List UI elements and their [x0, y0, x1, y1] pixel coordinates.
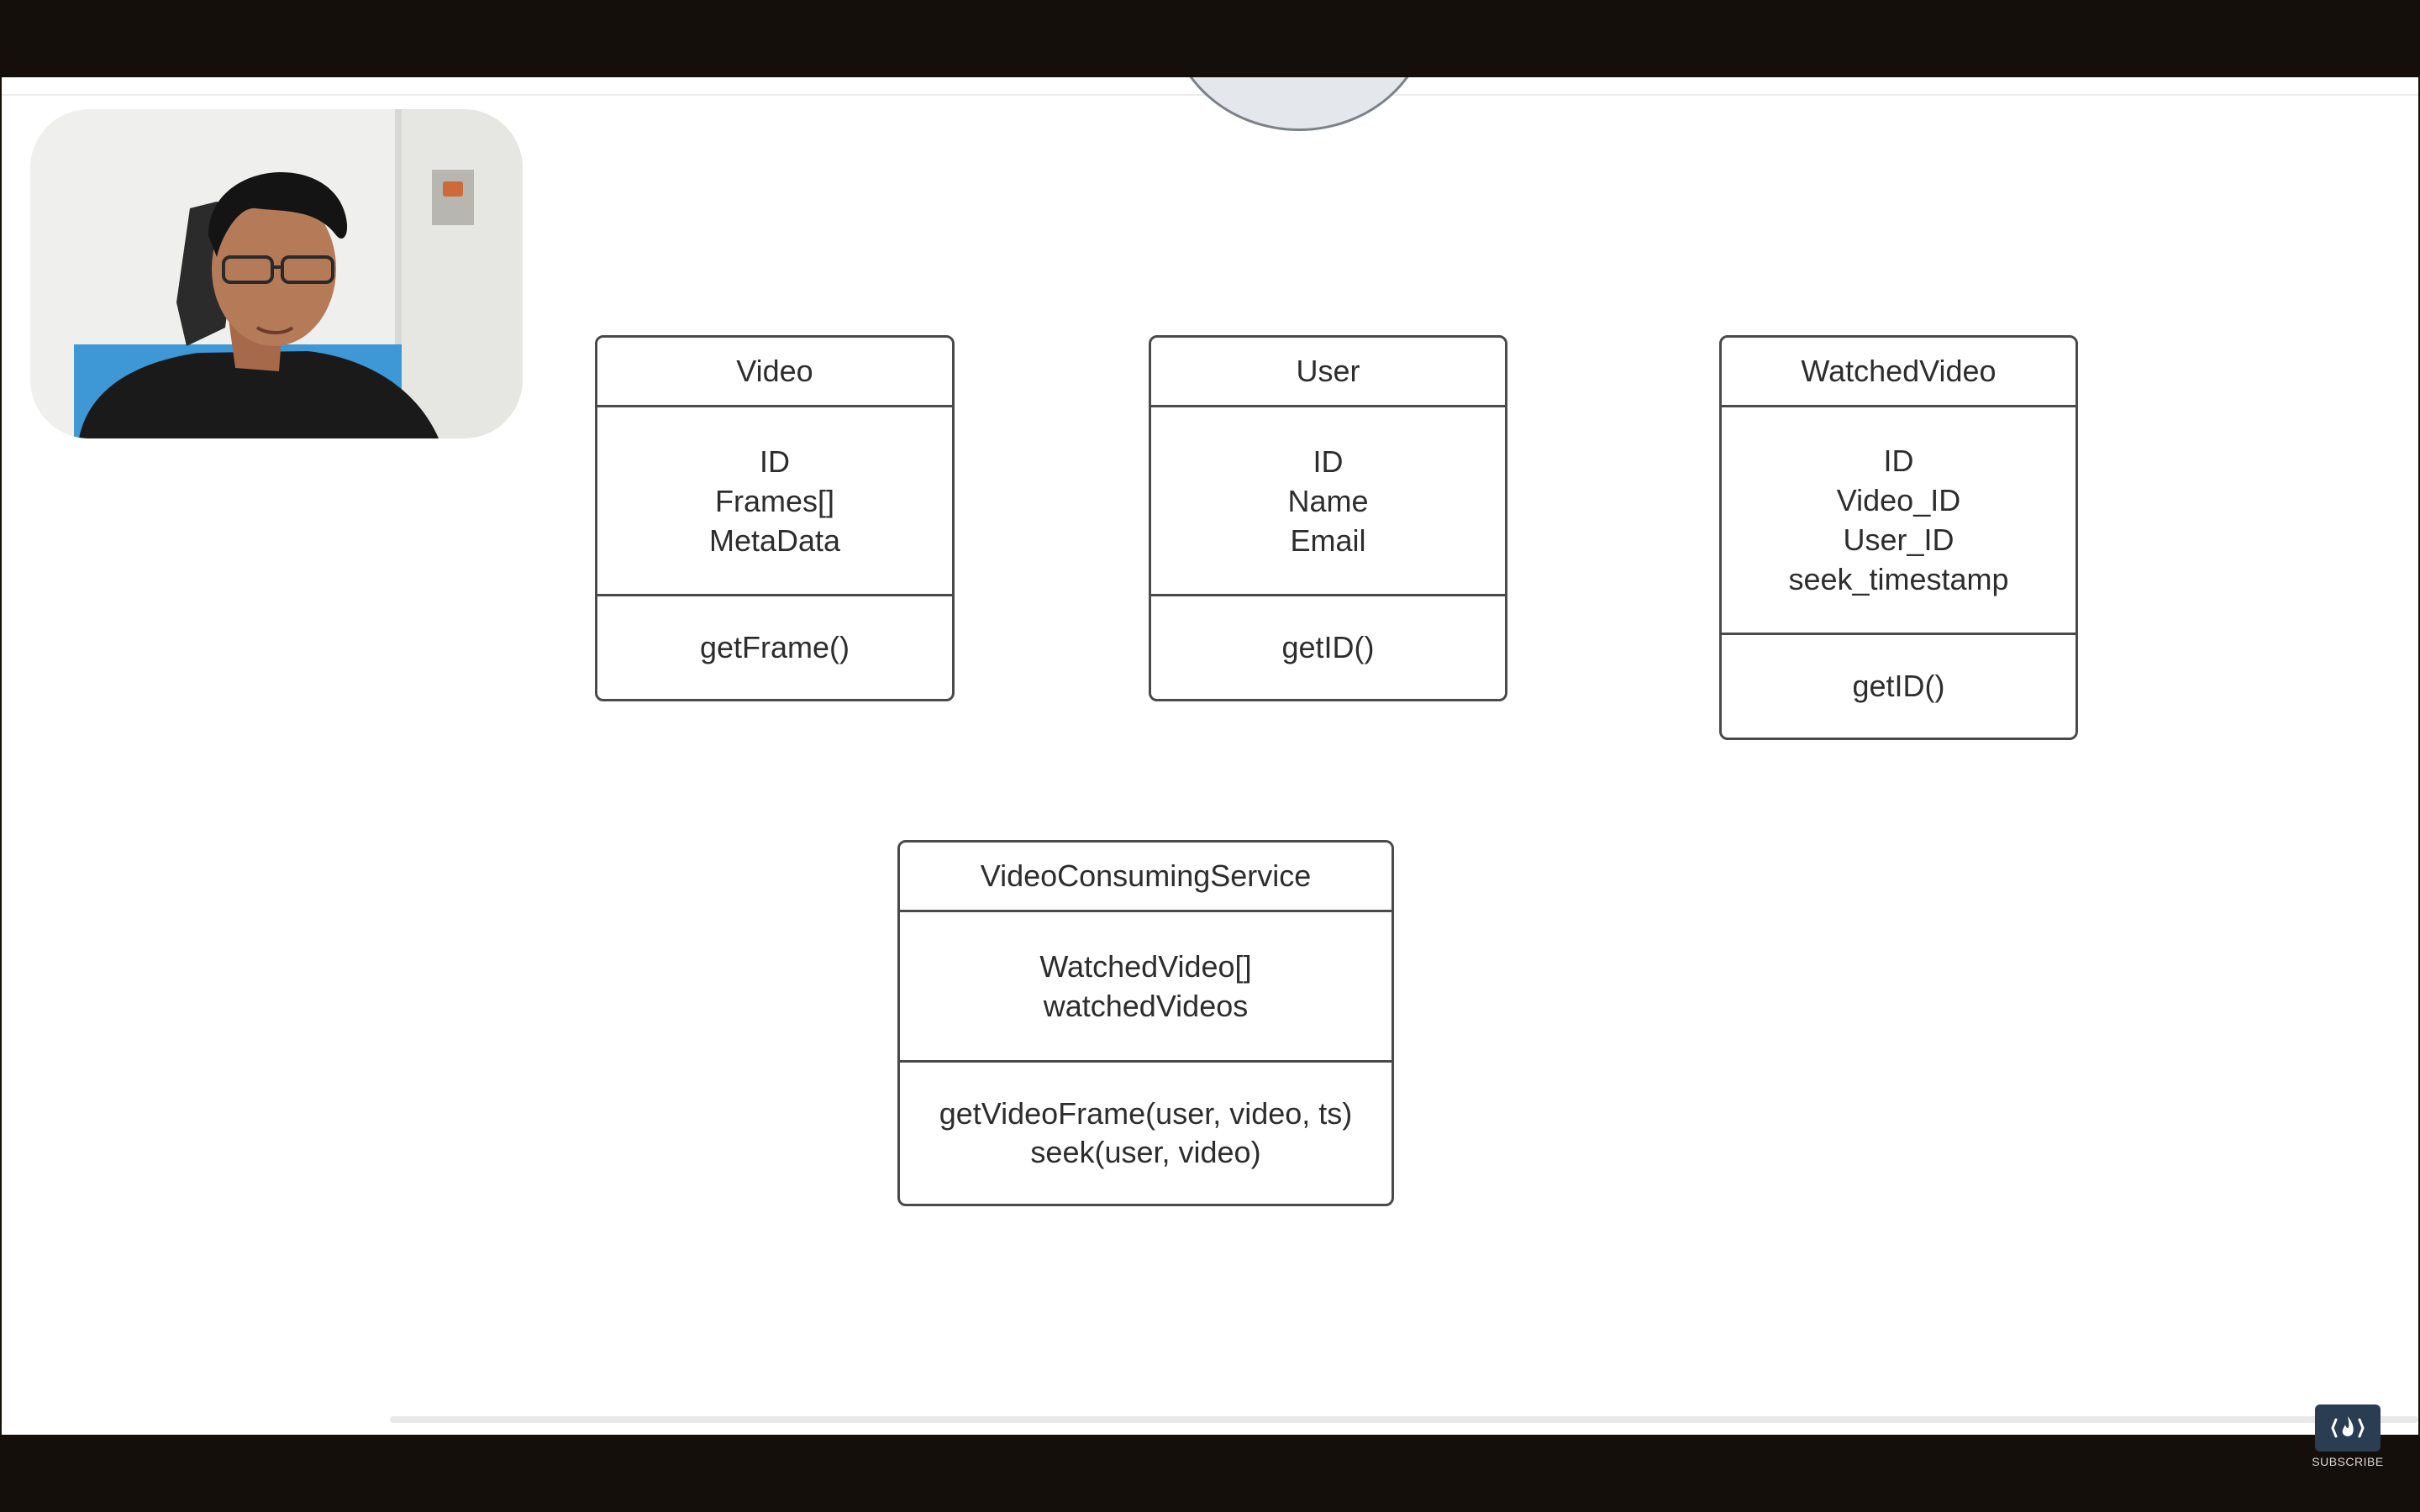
uml-class-user[interactable]: User ID Name Email getID() — [1149, 335, 1507, 701]
class-methods: getVideoFrame(user, video, ts) seek(user… — [900, 1063, 1392, 1204]
class-name: VideoConsumingService — [900, 843, 1392, 912]
uml-class-video-consuming-service[interactable]: VideoConsumingService WatchedVideo[] wat… — [897, 840, 1394, 1206]
class-methods: getID() — [1722, 635, 2075, 738]
method: getVideoFrame(user, video, ts) — [939, 1096, 1353, 1131]
letterbox-bottom — [0, 1435, 2420, 1512]
attribute: Video_ID — [1836, 483, 1961, 517]
class-attributes: ID Name Email — [1151, 407, 1505, 596]
class-methods: getID() — [1151, 596, 1505, 699]
attribute: Name — [1287, 483, 1369, 518]
partial-circle-shape[interactable] — [1168, 77, 1430, 131]
attribute: watchedVideos — [1043, 989, 1249, 1023]
class-name: Video — [597, 338, 952, 407]
horizontal-scrollbar[interactable] — [390, 1416, 2418, 1423]
class-attributes: ID Video_ID User_ID seek_timestamp — [1722, 407, 2075, 635]
attribute: Email — [1290, 522, 1366, 558]
class-attributes: WatchedVideo[] watchedVideos — [900, 912, 1392, 1063]
class-name: WatchedVideo — [1722, 338, 2075, 407]
flame-icon — [2315, 1404, 2381, 1452]
attribute: seek_timestamp — [1788, 562, 2009, 596]
class-attributes: ID Frames[] MetaData — [597, 407, 952, 596]
attribute: ID — [1883, 444, 1914, 478]
uml-class-video[interactable]: Video ID Frames[] MetaData getFrame() — [595, 335, 955, 701]
presenter-webcam — [30, 109, 523, 438]
attribute: ID — [1313, 444, 1344, 479]
uml-class-watched-video[interactable]: WatchedVideo ID Video_ID User_ID seek_ti… — [1719, 335, 2078, 740]
attribute: ID — [760, 444, 790, 479]
attribute: User_ID — [1843, 522, 1954, 557]
attribute: MetaData — [708, 522, 841, 558]
method: getFrame() — [699, 630, 850, 664]
subscribe-label: SUBSCRIBE — [2312, 1455, 2384, 1468]
method: getID() — [1852, 669, 1945, 703]
letterbox-top — [0, 0, 2420, 77]
attribute: Frames[] — [714, 483, 834, 518]
class-name: User — [1151, 338, 1505, 407]
method: seek(user, video) — [1030, 1135, 1261, 1169]
attribute: WatchedVideo[] — [1039, 949, 1252, 984]
presenter-image — [30, 109, 523, 438]
class-methods: getFrame() — [597, 596, 952, 699]
subscribe-badge[interactable]: SUBSCRIBE — [2312, 1404, 2384, 1470]
method: getID() — [1281, 630, 1375, 664]
